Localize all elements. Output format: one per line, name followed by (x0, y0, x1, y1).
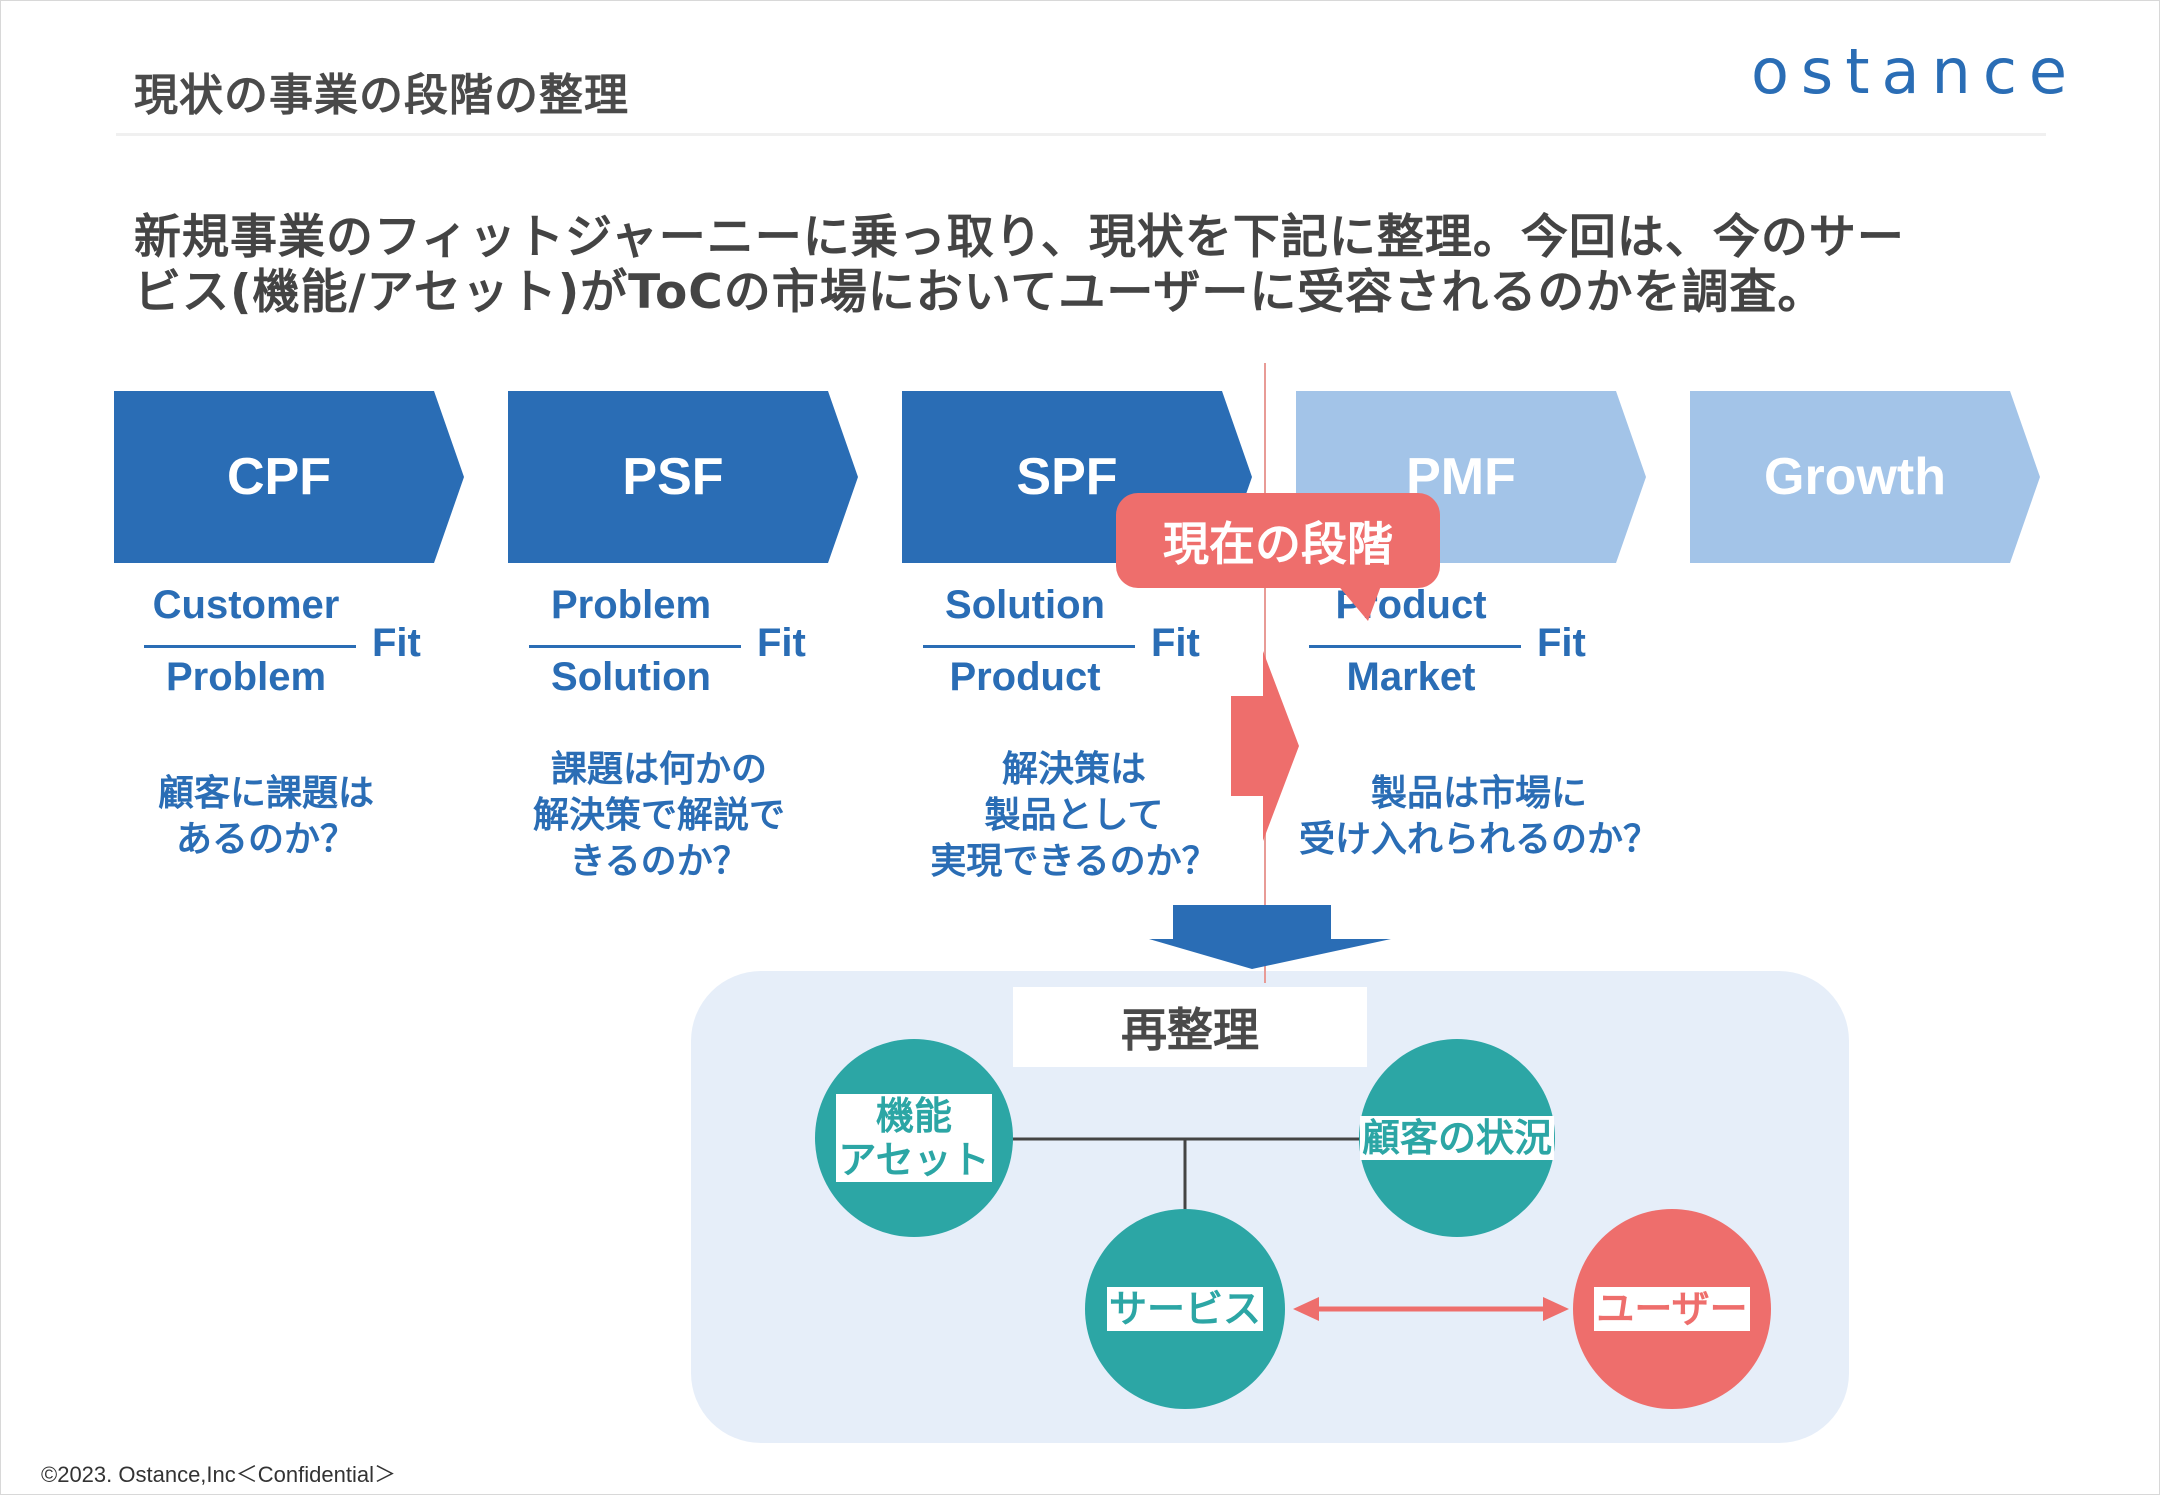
node-customer-situation: 顧客の状況 (1359, 1039, 1555, 1237)
node-label: 機能 アセット (836, 1094, 992, 1182)
node-label: 顧客の状況 (1359, 1116, 1554, 1160)
node-label-line: 機能 (875, 1094, 952, 1138)
current-stage-callout: 現在の段階 (1116, 493, 1446, 628)
fit-numerator: Problem (550, 583, 712, 627)
stage-label-growth: Growth (1764, 448, 1946, 506)
reorganize-title: 再整理 (1013, 987, 1367, 1067)
header-divider (116, 133, 2046, 136)
question-line: きるのか？ (569, 841, 749, 882)
node-label-line: アセット (838, 1138, 990, 1182)
stage-chevron-growth: Growth (1690, 391, 2040, 563)
callout-shape (1116, 493, 1440, 621)
chevron-shape (1690, 391, 2040, 563)
fraction-line (923, 645, 1135, 648)
fraction-line (144, 645, 356, 648)
node-label: サービス (1106, 1287, 1263, 1331)
chevron-shape (114, 391, 464, 563)
fit-word: Fit (1537, 621, 1586, 665)
fit-word: Fit (1151, 621, 1200, 665)
stage-label-spf: SPF (1016, 448, 1118, 506)
question-pmf: 製品は市場に 受け入れられるのか？ (1284, 771, 1674, 863)
lead-text-line-1: 新規事業のフィットジャーニーに乗っ取り、現状を下記に整理。今回は、今のサー (134, 210, 1905, 265)
down-arrow-shape (1149, 905, 1391, 969)
footer-copyright: ©2023. Ostance,Inc＜Confidential＞ (41, 1462, 396, 1487)
fit-denominator: Solution (551, 655, 711, 699)
stage-chevron-cpf: CPF (114, 391, 464, 563)
node-function-asset: 機能 アセット (815, 1039, 1013, 1237)
fraction-line (1309, 645, 1521, 648)
fit-fraction-psf: Problem Solution Fit (521, 583, 841, 713)
question-line: 解決策で解説で (532, 795, 785, 836)
question-psf: 課題は何かの 解決策で解説で きるのか？ (519, 747, 799, 885)
question-spf: 解決策は 製品として 実現できるのか？ (919, 747, 1229, 885)
question-line: あるのか？ (175, 819, 356, 860)
node-label: ユーザー (1594, 1287, 1750, 1331)
fit-denominator: Product (949, 655, 1101, 699)
question-line: 製品として (984, 795, 1164, 836)
lead-text-line-2: ビス(機能/アセット)がToCの市場においてユーザーに受容されるのかを調査。 (134, 265, 1826, 320)
node-service: サービス (1085, 1209, 1285, 1409)
progress-arrow-shape (1231, 651, 1299, 841)
fit-numerator: Customer (152, 583, 340, 627)
fit-denominator: Market (1346, 655, 1476, 699)
stage-label-psf: PSF (622, 448, 724, 506)
arrowhead-right-icon (1543, 1297, 1569, 1321)
question-line: 製品は市場に (1370, 773, 1587, 814)
stage-chevron-psf: PSF (508, 391, 858, 563)
chevron-shape (508, 391, 858, 563)
fit-word: Fit (372, 621, 421, 665)
node-user: ユーザー (1573, 1209, 1771, 1409)
stage-label-cpf: CPF (227, 448, 331, 506)
question-line: 実現できるのか？ (930, 841, 1218, 882)
ostance-logo: ostance (1751, 35, 2080, 108)
page-title: 現状の事業の段階の整理 (134, 70, 629, 121)
question-line: 課題は何かの (550, 749, 767, 790)
question-line: 解決策は (1001, 749, 1146, 790)
question-line: 顧客に課題は (157, 773, 374, 814)
fit-fraction-spf: Solution Product Fit (915, 583, 1235, 713)
fit-fraction-cpf: Customer Problem Fit (136, 583, 456, 713)
fit-denominator: Problem (165, 655, 327, 699)
current-stage-label: 現在の段階 (1163, 516, 1393, 571)
arrowhead-left-icon (1293, 1297, 1319, 1321)
question-cpf: 顧客に課題は あるのか？ (141, 771, 391, 863)
question-line: 受け入れられるのか？ (1298, 819, 1659, 860)
fraction-line (529, 645, 741, 648)
fit-numerator: Solution (945, 583, 1105, 627)
fit-word: Fit (757, 621, 806, 665)
